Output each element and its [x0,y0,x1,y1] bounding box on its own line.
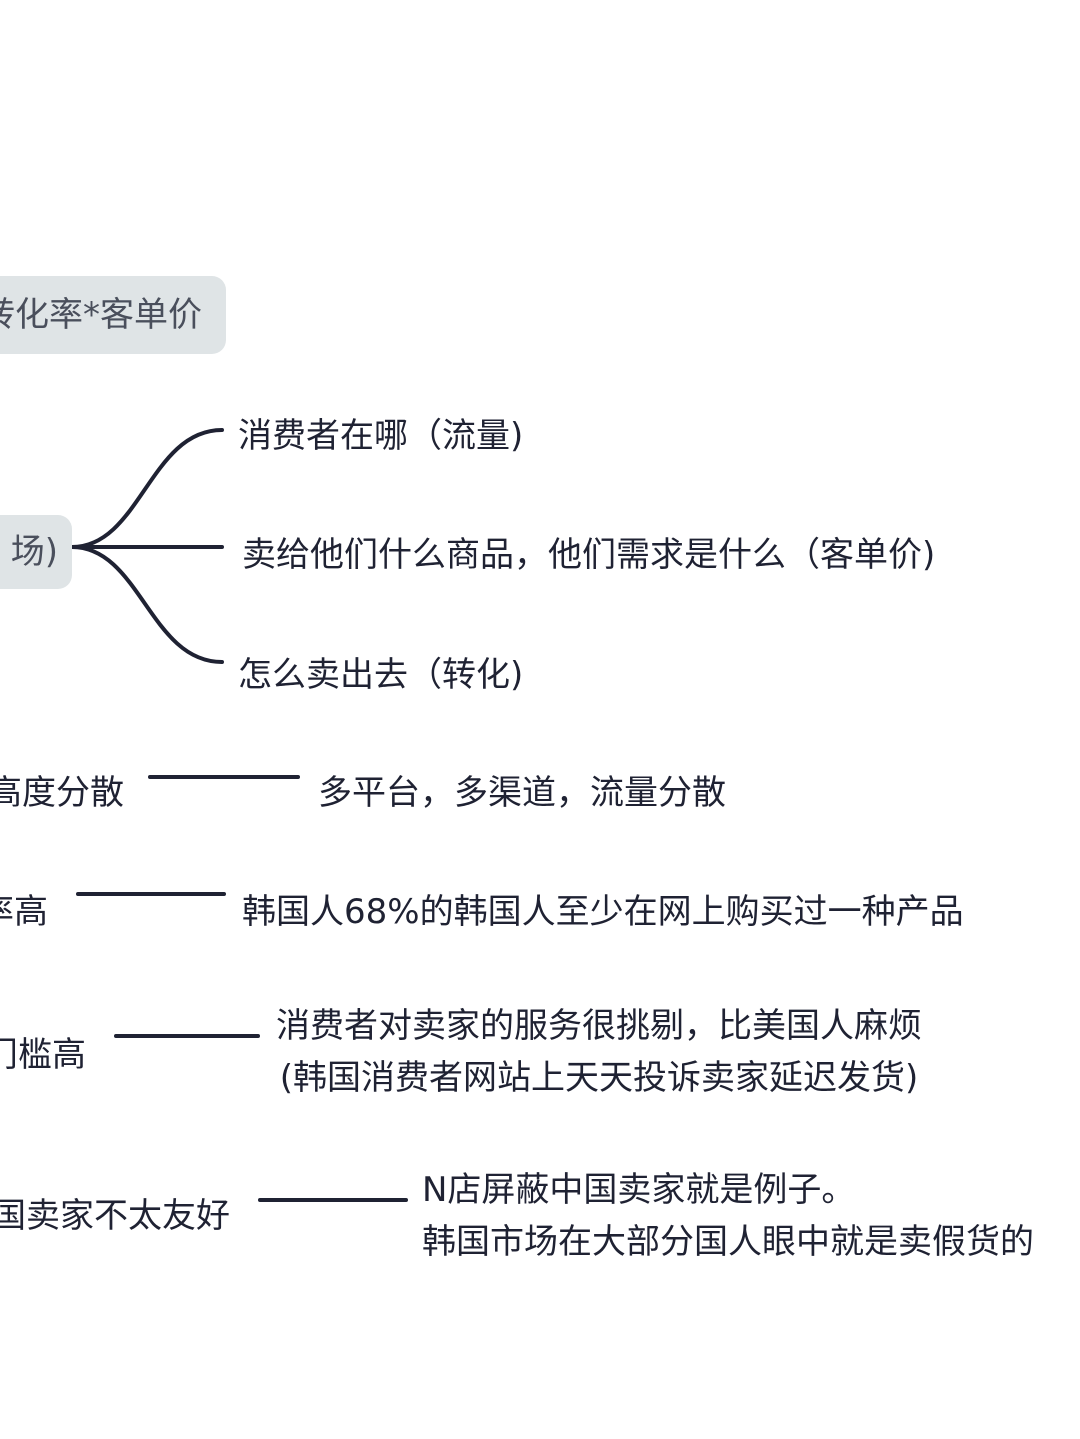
top-topic-label: 转化率*客单价 [0,295,202,335]
branch-connector-bottom [70,545,224,664]
top-topic-node[interactable]: 转化率*客单价 [0,276,226,354]
row-1-right-label[interactable]: 多平台，多渠道，流量分散 [318,773,726,813]
row-2-left-label[interactable]: 率高 [0,892,48,932]
branch-products[interactable]: 卖给他们什么商品，他们需求是什么（客单价) [242,535,936,575]
branch-traffic[interactable]: 消费者在哪（流量) [238,416,524,456]
central-topic-label: 场) [10,532,58,572]
row-4-right-line-2: 韩国市场在大部分国人眼中就是卖假货的 [422,1222,1034,1262]
row-2-right-label[interactable]: 韩国人68%的韩国人至少在网上购买过一种产品 [242,892,964,932]
row-3-right-line-1: 消费者对卖家的服务很挑剔，比美国人麻烦 [276,1006,922,1046]
row-3-left-label[interactable]: 门槛高 [0,1035,86,1075]
row-4-left-label[interactable]: 国卖家不太友好 [0,1196,230,1236]
row-4-right-line-1: N店屏蔽中国卖家就是例子。 [422,1170,856,1210]
row-3-right-label[interactable]: 消费者对卖家的服务很挑剔，比美国人麻烦 (韩国消费者网站上天天投诉卖家延迟发货) [276,1004,922,1100]
row-4-right-label[interactable]: N店屏蔽中国卖家就是例子。 韩国市场在大部分国人眼中就是卖假货的 [422,1168,1034,1264]
branch-connector-top [70,428,224,549]
row-1-left-label[interactable]: 高度分散 [0,773,124,813]
row-3-right-line-2: (韩国消费者网站上天天投诉卖家延迟发货) [279,1058,919,1098]
central-topic-node[interactable]: 场) [0,515,72,589]
branch-conversion[interactable]: 怎么卖出去（转化) [238,655,524,695]
